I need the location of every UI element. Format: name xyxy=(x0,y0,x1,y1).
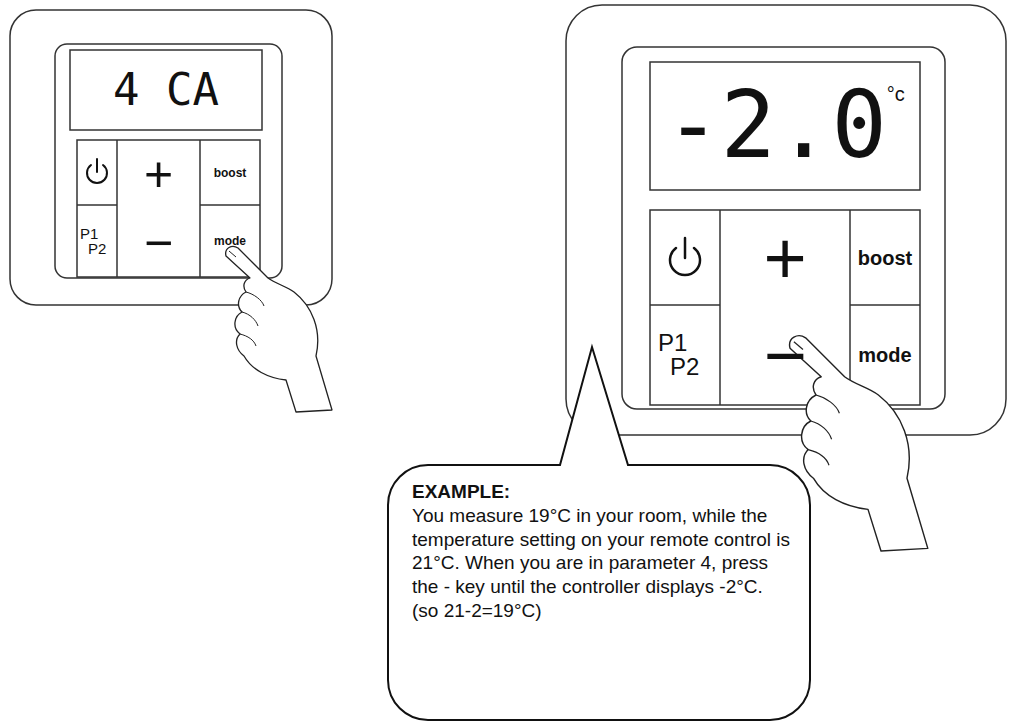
keypad-line xyxy=(200,204,260,206)
minus-sign: − xyxy=(763,319,806,393)
boost-key: boost xyxy=(200,140,260,205)
plus-sign: + xyxy=(763,222,806,296)
key-label: boost xyxy=(214,167,247,179)
callout-text: (so 21-2=19°C) xyxy=(412,599,797,623)
keypad-line xyxy=(116,140,118,277)
program-key: P1 P2 xyxy=(77,205,117,277)
power-symbol xyxy=(87,159,107,183)
keypad-line xyxy=(719,210,721,405)
finger-crease xyxy=(240,292,264,346)
power-symbol xyxy=(670,238,700,275)
thermostat-frame xyxy=(10,10,332,305)
display-unit: °c xyxy=(887,84,905,104)
lcd-display: 4 CA xyxy=(70,50,262,130)
finger-crease xyxy=(808,395,839,465)
power-bar xyxy=(684,238,687,258)
keypad-line xyxy=(849,210,851,405)
speech-bubble xyxy=(388,347,810,720)
lcd-display: -2.0°c xyxy=(650,62,920,190)
pointing-hand xyxy=(790,336,928,551)
display-frame xyxy=(650,62,920,190)
keypad-line xyxy=(650,304,720,306)
keypad-line xyxy=(77,204,117,206)
keypad-line xyxy=(199,140,201,277)
program-key: P1 P2 xyxy=(650,305,720,405)
key-label: P1 P2 xyxy=(80,226,114,256)
speech-bubble-text: EXAMPLE:You measure 19°C in your room, w… xyxy=(412,480,804,712)
power-bar xyxy=(96,159,98,172)
display-frame xyxy=(70,50,262,130)
hand-outline xyxy=(226,246,332,412)
display-reading: -2.0 xyxy=(665,80,887,172)
display-reading: 4 CA xyxy=(113,68,219,112)
thermostat-frame xyxy=(566,5,1006,435)
mode-key: mode xyxy=(200,205,260,277)
mode-key: mode xyxy=(850,305,920,405)
finger-nail xyxy=(229,251,236,257)
pointing-hand xyxy=(226,246,332,412)
plus-minus-key: +− xyxy=(720,210,850,405)
hand-outline xyxy=(790,336,928,551)
key-label: mode xyxy=(858,345,911,365)
thermostat-panel xyxy=(55,44,282,278)
plus-minus-key: +− xyxy=(117,140,200,277)
plus-sign: + xyxy=(144,149,173,199)
key-label: P1 P2 xyxy=(658,331,712,379)
keypad-grid xyxy=(650,210,920,405)
boost-key: boost xyxy=(850,210,920,305)
minus-sign: − xyxy=(144,218,173,268)
key-label: mode xyxy=(214,235,246,247)
key-label: boost xyxy=(858,248,912,268)
thermostat-panel xyxy=(622,47,945,409)
keypad-line xyxy=(850,304,920,306)
callout-text: You measure 19°C in your room, while the… xyxy=(412,504,797,599)
callout-heading: EXAMPLE: xyxy=(412,480,797,504)
